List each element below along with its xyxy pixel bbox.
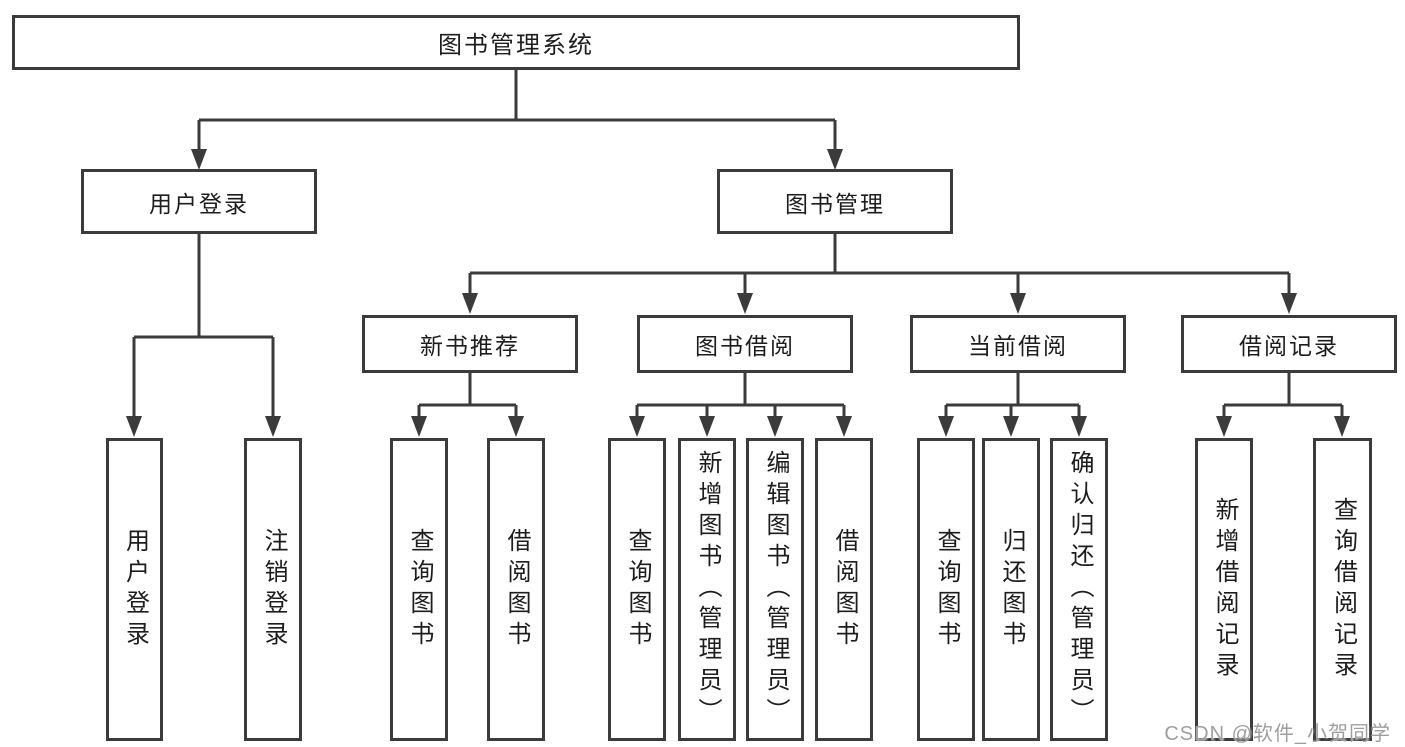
node-new-book-recommend: 新书推荐 (362, 315, 578, 373)
leaf-current-query-books: 查询图书 (917, 438, 975, 741)
node-book-borrow-label: 图书借阅 (695, 333, 795, 359)
leaf-borrow-borrow-books-label: 借阅图书 (831, 527, 858, 652)
leaf-borrow-edit-books-admin-label: 编辑图书（管理员） (762, 450, 789, 729)
node-current-borrow: 当前借阅 (910, 315, 1126, 373)
leaf-user-login-label: 用户登录 (121, 527, 149, 652)
node-book-borrow: 图书借阅 (637, 315, 853, 373)
node-current-borrow-label: 当前借阅 (968, 333, 1068, 359)
leaf-current-confirm-return-admin-label: 确认归还（管理员） (1066, 450, 1093, 729)
node-library-management-system-label: 图书管理系统 (438, 32, 594, 59)
leaf-borrow-add-books-admin: 新增图书（管理员） (678, 438, 736, 741)
leaf-borrow-query-books: 查询图书 (608, 438, 666, 741)
leaf-current-query-books-label: 查询图书 (933, 527, 960, 652)
leaf-records-add-record-label: 新增借阅记录 (1211, 496, 1238, 683)
leaf-borrow-edit-books-admin: 编辑图书（管理员） (746, 438, 804, 741)
leaf-records-add-record: 新增借阅记录 (1195, 438, 1253, 741)
leaf-records-query-record-label: 查询借阅记录 (1329, 496, 1357, 683)
leaf-borrow-borrow-books: 借阅图书 (815, 438, 873, 741)
node-book-management-branch-label: 图书管理 (785, 190, 885, 217)
node-book-management-branch: 图书管理 (717, 169, 953, 234)
leaf-borrow-add-books-admin-label: 新增图书（管理员） (694, 450, 721, 729)
leaf-records-query-record: 查询借阅记录 (1313, 438, 1372, 741)
leaf-newbook-borrow-books: 借阅图书 (487, 438, 545, 741)
leaf-logout: 注销登录 (244, 438, 302, 741)
leaf-borrow-query-books-label: 查询图书 (624, 527, 651, 652)
node-borrow-records-label: 借阅记录 (1239, 333, 1339, 359)
node-user-login-branch-label: 用户登录 (149, 190, 249, 217)
leaf-current-return-books-label: 归还图书 (998, 527, 1025, 652)
leaf-newbook-borrow-books-label: 借阅图书 (503, 527, 530, 652)
leaf-user-login: 用户登录 (106, 438, 163, 741)
node-user-login-branch: 用户登录 (81, 169, 317, 234)
node-new-book-recommend-label: 新书推荐 (420, 333, 520, 359)
leaf-current-confirm-return-admin: 确认归还（管理员） (1050, 438, 1108, 741)
leaf-current-return-books: 归还图书 (982, 438, 1040, 741)
node-library-management-system: 图书管理系统 (12, 15, 1020, 70)
leaf-logout-label: 注销登录 (260, 527, 287, 652)
csdn-watermark: CSDN @软件_小贺同学 (1164, 723, 1391, 745)
leaf-newbook-query-books: 查询图书 (390, 438, 448, 741)
node-borrow-records: 借阅记录 (1181, 315, 1397, 373)
leaf-newbook-query-books-label: 查询图书 (406, 527, 433, 652)
